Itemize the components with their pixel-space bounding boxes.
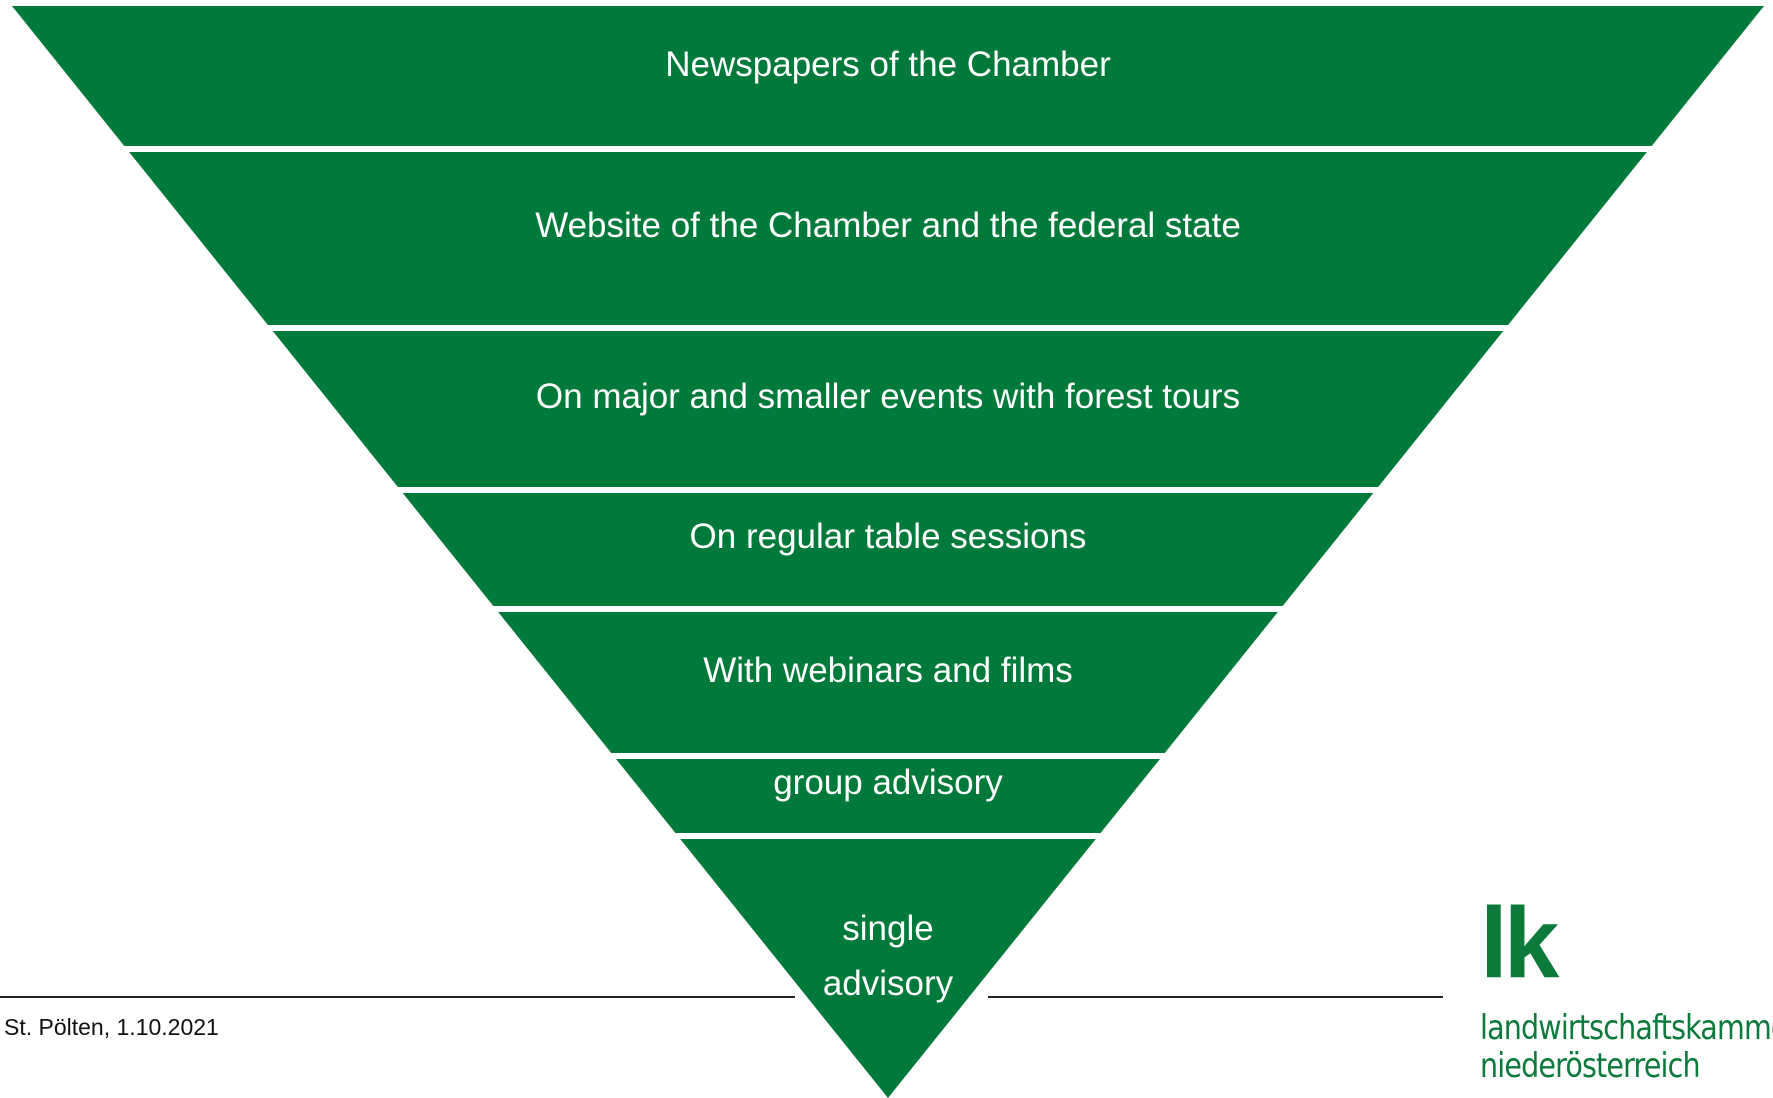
funnel-tier-6 xyxy=(616,759,1160,833)
funnel-tier-3 xyxy=(272,331,1504,487)
footer-divider-right xyxy=(988,996,1443,998)
funnel-tier-7 xyxy=(680,839,1096,1098)
logo-mark: lk xyxy=(1480,887,1559,999)
funnel-tier-7-label-line-1: single xyxy=(842,909,933,948)
funnel-tier-4 xyxy=(402,493,1374,606)
funnel-tier-5 xyxy=(498,612,1278,753)
lk-logo: lk landwirtschaftskammer niederösterreic… xyxy=(1480,893,1773,1095)
footer-date-location: St. Pölten, 1.10.2021 xyxy=(4,1014,219,1040)
funnel-tier-2-label: Website of the Chamber and the federal s… xyxy=(535,206,1241,245)
funnel-tier-5-label: With webinars and films xyxy=(703,651,1073,690)
funnel-tier-6-label: group advisory xyxy=(773,763,1003,802)
logo-text-line-1: landwirtschaftskammer xyxy=(1480,1008,1773,1048)
funnel-tier-3-label: On major and smaller events with forest … xyxy=(536,377,1240,416)
funnel-tier-1-label: Newspapers of the Chamber xyxy=(665,45,1111,84)
funnel-tier-4-label: On regular table sessions xyxy=(690,517,1087,556)
footer-divider-left xyxy=(0,996,795,998)
funnel-tier-1 xyxy=(12,6,1764,146)
funnel-tier-7-label-line-2: advisory xyxy=(823,964,954,1003)
funnel-tier-2 xyxy=(129,152,1647,325)
logo-text-line-2: niederösterreich xyxy=(1480,1046,1701,1086)
